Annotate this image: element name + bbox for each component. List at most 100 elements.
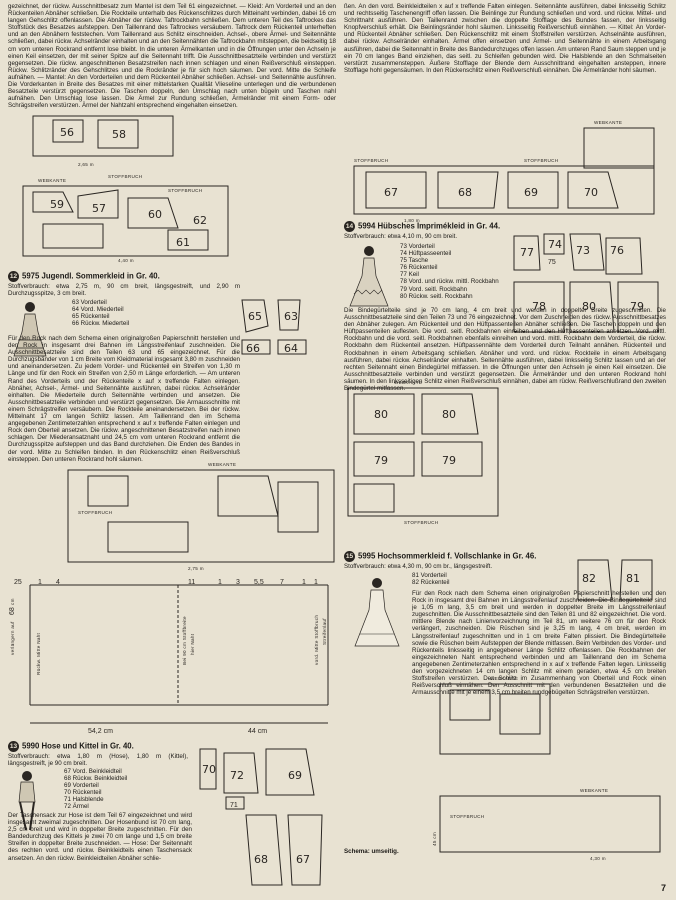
piece-number: 74: [548, 238, 562, 251]
section-body-15: Für den Rock nach dem Schema einen origi…: [412, 590, 666, 697]
piece-number: 58: [112, 128, 126, 141]
part-item: 66 Rückw. Miederteil: [72, 320, 130, 328]
measure-label: 1: [302, 579, 306, 586]
diagram-label: STOFFBRUCH: [450, 814, 484, 819]
piece-number: 75: [548, 259, 556, 266]
section-body-14: Die Bindegürtelteile sind je 70 cm lang,…: [344, 307, 666, 393]
section-intro: Stoffverbrauch: etwa 4,10 m, 90 cm breit…: [344, 233, 458, 240]
piece-number: 73: [576, 244, 590, 257]
measure-label: 1: [218, 579, 222, 586]
parts-list-12: 63 Vorderteil 64 Vord. Miederteil 65 Rüc…: [72, 299, 242, 327]
piece-number: 72: [230, 769, 244, 782]
part-item: 63 Vorderteil: [72, 299, 107, 306]
section-intro: Stoffverbrauch: etwa 1,80 m (Hose), 1,80…: [8, 753, 188, 768]
schema-note: cm: [10, 598, 15, 605]
diagram-label: WEBKANTE: [490, 676, 518, 681]
piece-number: 67: [296, 853, 310, 866]
schema-note: Rückw. Mitte Naht: [36, 632, 41, 675]
measure-label: 7: [280, 579, 284, 586]
piece-number: 71: [230, 802, 238, 809]
measure-label: 25: [14, 579, 22, 586]
dress-illustration-13: [18, 771, 36, 831]
part-item: 64 Vord. Miederteil: [72, 306, 124, 314]
piece-number: 57: [92, 202, 106, 215]
dress-illustration-15: [354, 578, 400, 647]
piece-number: 69: [524, 186, 538, 199]
layout-diagram-2: WEBKANTE STOFFBRUCH STOFFBRUCH 67 68 69 …: [353, 120, 655, 223]
piece-number: 82: [582, 572, 596, 585]
piece-number: 61: [176, 236, 190, 249]
section-intro: Stoffverbrauch: etwa 4,30 m, 90 cm br., …: [344, 563, 493, 570]
part-item: 75 Tasche: [400, 257, 429, 265]
section-number-badge: 14: [344, 221, 355, 232]
schema-note: Streifenlauf: [322, 618, 327, 645]
piece-number: 56: [60, 126, 74, 139]
piece-number: 70: [202, 763, 216, 776]
dimension-label: 45 cm: [432, 832, 437, 846]
parts-list-14: 73 Vorderteil 74 Hüftpasseenteil 75 Tasc…: [400, 243, 510, 300]
schema-note: vord. Mitte Stoffbruch: [314, 615, 319, 665]
intro-text: gezeichnet, der rückw. Ausschnittbesatz …: [8, 3, 336, 110]
piece-number: 64: [284, 342, 298, 355]
section-intro: Stoffverbrauch: etwa 2,75 m, 90 cm breit…: [8, 283, 240, 298]
parts-list-15: 81 Vorderteil 82 Rückenteil: [412, 572, 522, 586]
dimension-label: 1,80 m: [404, 218, 420, 223]
schema-note: Bei 90 cm Stoffbreite: [182, 616, 187, 665]
parts-list-13: 67 Vord. Beinkleidteil 68 Rückw. Beinkle…: [64, 768, 194, 811]
piece-number: 67: [384, 186, 398, 199]
part-item: 72 Ärmel: [64, 803, 89, 811]
section-title: 5990 Hose und Kittel in Gr. 40.: [22, 741, 134, 751]
diagram-label: STOFFBRUCH: [524, 158, 558, 163]
section-title: 5995 Hochsommerkleid f. Vollschlanke in …: [358, 551, 537, 561]
diagram-label: WEBKANTE: [208, 462, 236, 467]
dress-illustration-14: [349, 246, 389, 307]
section-title: 5994 Hübsches Imprimékleid in Gr. 44.: [358, 221, 501, 231]
section-number-badge: 13: [8, 741, 19, 752]
piece-number: 62: [193, 214, 207, 227]
piece-number: 65: [248, 310, 262, 323]
piece-number: 68: [254, 853, 268, 866]
part-item: 78 Vord. und rückw. mittl. Rockbahn: [400, 278, 499, 286]
diagram-label: WEBKANTE: [580, 788, 608, 793]
diagram-label: STOFFBRUCH: [168, 188, 202, 193]
measure-label: 11: [188, 579, 195, 586]
piece-number: 79: [630, 300, 644, 313]
dimension-label: 4,30 m: [590, 856, 606, 861]
part-item: 70 Rückenteil: [64, 789, 102, 797]
piece-number: 78: [532, 300, 546, 313]
page-number: 7: [660, 882, 666, 893]
schema-note: hier Naht: [190, 633, 195, 655]
dimension-label: 2,75 m: [188, 566, 204, 571]
piece-number: 63: [284, 310, 298, 323]
section-body-12: Für den Rock nach dem Schema einen origi…: [8, 335, 240, 463]
measure-label: 1: [38, 579, 42, 586]
pieces-thumbnail-14: 77 74 73 75 76 78 80 79: [513, 233, 659, 333]
measure-label: 5,5: [254, 579, 264, 586]
part-item: 77 Keil: [400, 271, 419, 279]
piece-number: 80: [442, 408, 456, 421]
part-item: 73 Vorderteil: [400, 243, 435, 250]
part-item: 69 Vorderteil: [64, 782, 99, 790]
skirt-schema: 25 1 4 11 1 3 5,5 7 1 1 verlängern auf 6…: [9, 579, 329, 735]
piece-number: 79: [374, 454, 388, 467]
diagram-label: WEBKANTE: [38, 178, 66, 183]
piece-number: 80: [582, 300, 596, 313]
piece-number: 77: [520, 246, 534, 259]
piece-number: 68: [458, 186, 472, 199]
piece-number: 66: [246, 342, 260, 355]
schema-note: 68: [9, 607, 16, 615]
measure-label: 1: [314, 579, 318, 586]
width-label: 54,2 cm: [88, 728, 113, 735]
measure-label: 4: [56, 579, 60, 586]
part-item: 68 Rückw. Beinkleidteil: [64, 775, 128, 783]
section-number-badge: 15: [344, 551, 355, 562]
piece-number: 80: [374, 408, 388, 421]
dress-illustration-12: [13, 302, 47, 357]
pieces-thumbnail-15: 82 81: [577, 559, 653, 601]
section-title: 5975 Jugendl. Sommerkleid in Gr. 40.: [22, 271, 160, 281]
schema-note: verlängern auf: [10, 621, 15, 655]
